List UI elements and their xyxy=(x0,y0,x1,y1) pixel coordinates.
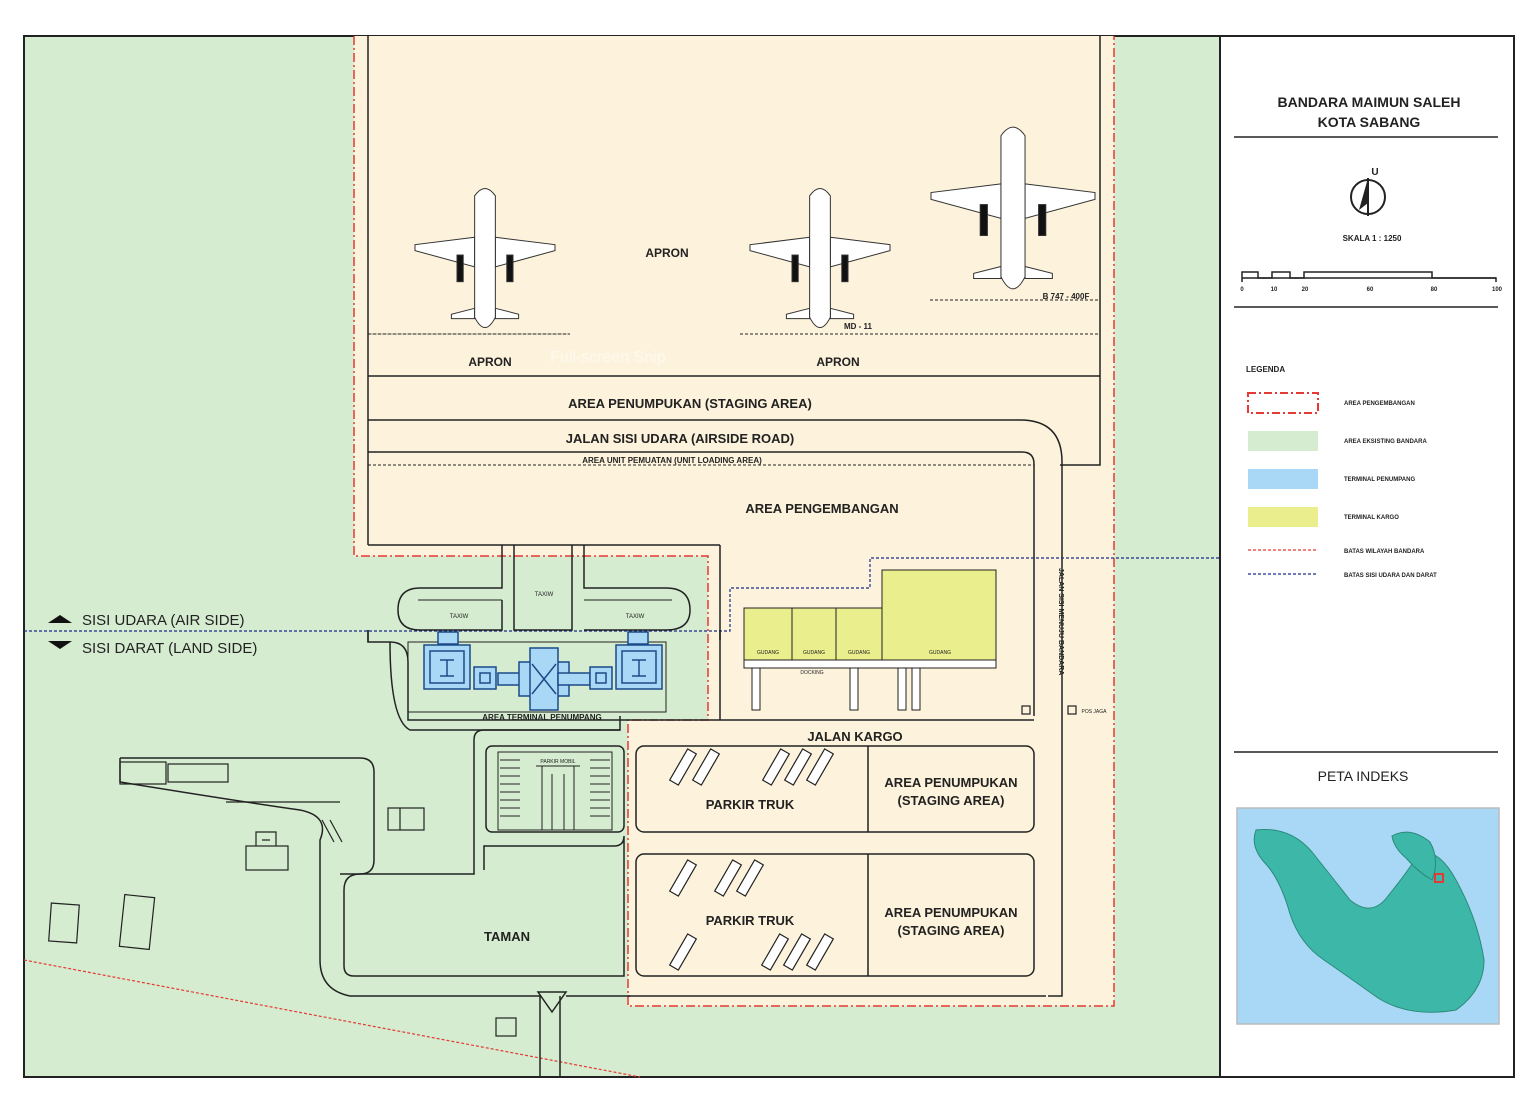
legend-label: BATAS SISI UDARA DAN DARAT xyxy=(1344,573,1437,579)
scale-bar xyxy=(1241,271,1497,282)
aircraft-1 xyxy=(414,187,556,329)
title-line1: BANDARA MAIMUN SALEH xyxy=(1277,94,1460,110)
cargo-blocks xyxy=(628,745,1046,997)
airside-road-label: JALAN SISI UDARA (AIRSIDE ROAD) xyxy=(566,431,794,446)
car-park xyxy=(497,751,613,831)
legend-heading: LEGENDA xyxy=(1246,365,1285,374)
unit-loading-label: AREA UNIT PEMUATAN (UNIT LOADING AREA) xyxy=(582,456,762,465)
index-map-peninsula xyxy=(1391,831,1436,881)
cargo-road-label: JALAN KARGO xyxy=(807,729,902,744)
north-label: U xyxy=(1371,167,1378,178)
scale-tick: 80 xyxy=(1431,287,1438,293)
title-line2: KOTA SABANG xyxy=(1318,114,1421,130)
cargo-dock-label: DOCKING xyxy=(800,670,823,676)
airside-label: SISI UDARA (AIR SIDE) xyxy=(82,612,245,629)
staging-2-line2: (STAGING AREA) xyxy=(898,923,1005,938)
staging-1-line1: AREA PENUMPUKAN xyxy=(884,775,1017,790)
taxiway-3-label: TAXIW xyxy=(626,614,645,620)
aircraft-md11 xyxy=(749,187,891,329)
scale-label: SKALA 1 : 1250 xyxy=(1343,234,1402,243)
airside-landside-boundary xyxy=(24,557,1220,632)
passenger-terminal xyxy=(407,631,667,713)
scale-tick: 0 xyxy=(1240,287,1244,293)
index-map xyxy=(1236,807,1500,1025)
taxiway-1-label: TAXIW xyxy=(450,614,469,620)
legend-swatch xyxy=(1248,507,1318,527)
terminal-label: AREA TERMINAL PENUMPANG xyxy=(482,713,601,722)
truck-parking-2-label: PARKIR TRUK xyxy=(706,913,795,928)
aircraft-b747-label: B 747 - 400F xyxy=(1043,292,1090,301)
apron-right-label: APRON xyxy=(816,355,859,369)
airport-boundary-line xyxy=(23,959,641,1078)
vertical-road-label: JALAN SISI MENUJU BANDARA xyxy=(1057,568,1064,675)
inner-ring-road xyxy=(1021,451,1035,716)
legend: AREA PENGEMBANGAN AREA EKSISTING BANDARA T… xyxy=(1247,392,1437,579)
scale-tick: 60 xyxy=(1367,287,1374,293)
location-marker-icon xyxy=(1434,873,1444,883)
scale-tick: 100 xyxy=(1492,287,1503,293)
legend-label: BATAS WILAYAH BANDARA xyxy=(1344,549,1425,555)
legend-swatch xyxy=(1248,431,1318,451)
cargo-terminal xyxy=(743,569,997,711)
side-panel: BANDARA MAIMUN SALEH KOTA SABANG U SKALA… xyxy=(1219,35,1515,1078)
north-arrow-icon: U xyxy=(1350,167,1386,216)
legend-label: TERMINAL PENUMPANG xyxy=(1344,477,1415,483)
main-map xyxy=(23,35,1221,1078)
staging-2-line1: AREA PENUMPUKAN xyxy=(884,905,1017,920)
legend-label: TERMINAL KARGO xyxy=(1344,515,1399,521)
staging-area-label: AREA PENUMPUKAN (STAGING AREA) xyxy=(568,396,812,411)
buildings xyxy=(48,705,1077,1037)
parking-lot-label: PARKIR MOBIL xyxy=(540,759,575,765)
landside-label: SISI DARAT (LAND SIDE) xyxy=(82,640,257,657)
truck-parking-1-label: PARKIR TRUK xyxy=(706,797,795,812)
legend-swatch xyxy=(1247,392,1319,414)
landside-arrow-icon xyxy=(48,641,72,649)
taxiways xyxy=(397,545,691,631)
aircraft-md11-label: MD - 11 xyxy=(844,322,873,331)
scale-ticks: 0 10 20 60 80 100 xyxy=(1240,287,1502,293)
aircraft-layer xyxy=(414,126,1096,329)
airside-arrow-icon xyxy=(48,615,72,623)
apron-main-label: APRON xyxy=(645,246,688,260)
legend-swatch xyxy=(1248,469,1318,489)
cargo-unit-3-label: GUDANG xyxy=(848,650,870,656)
staging-1-line2: (STAGING AREA) xyxy=(898,793,1005,808)
development-area-label: AREA PENGEMBANGAN xyxy=(745,501,898,516)
index-map-title: PETA INDEKS xyxy=(1318,768,1409,784)
trucks xyxy=(668,748,835,971)
cargo-unit-2-label: GUDANG xyxy=(803,650,825,656)
legend-label: AREA PENGEMBANGAN xyxy=(1344,401,1415,407)
taxiway-2-label: TAXIW xyxy=(535,592,554,598)
park-label: TAMAN xyxy=(484,929,530,944)
cargo-unit-4-label: GUDANG xyxy=(929,650,951,656)
guard-post-label: POS JAGA xyxy=(1081,709,1107,715)
outer-ring-road xyxy=(1019,419,1063,997)
scale-tick: 10 xyxy=(1271,287,1278,293)
apron-left-label: APRON xyxy=(468,355,511,369)
aircraft-b747 xyxy=(930,126,1096,290)
apron-boundary xyxy=(367,36,1101,545)
cargo-unit-1-label: GUDANG xyxy=(757,650,779,656)
snip-watermark: Full-screen Snip xyxy=(550,349,666,366)
legend-label: AREA EKSISTING BANDARA xyxy=(1344,439,1427,445)
landside-roads xyxy=(119,641,630,1077)
map-labels: APRON APRON APRON MD - 11 B 747 - 400F A… xyxy=(48,246,1107,944)
development-area-fill xyxy=(354,36,1114,1006)
scale-tick: 20 xyxy=(1302,287,1309,293)
